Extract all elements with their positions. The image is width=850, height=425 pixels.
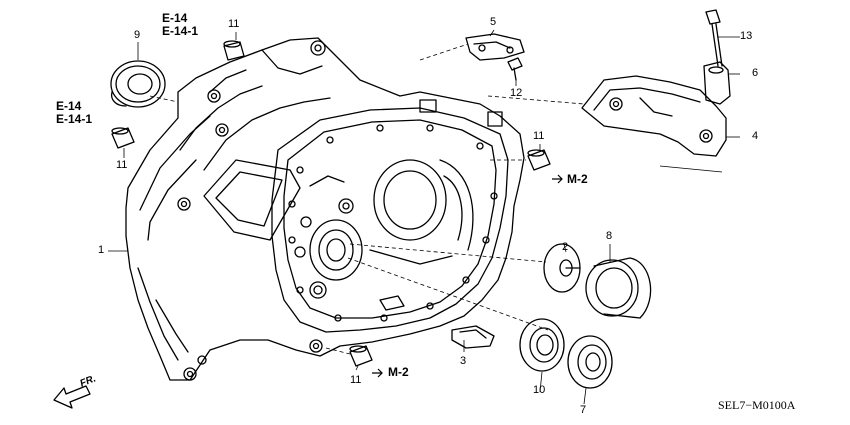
- diagram-code: SEL7−M0100A: [718, 398, 796, 412]
- flange-bolt-holes: [289, 125, 497, 321]
- oil-guide-plate-2: [544, 244, 580, 292]
- oil-seal-10: [520, 319, 564, 371]
- part-label-9: 9: [134, 29, 141, 41]
- oil-seal-9: [111, 61, 165, 107]
- ref-e14-top-line1: E-14: [162, 11, 188, 25]
- part-label-5: 5: [490, 16, 497, 28]
- part-label-6: 6: [752, 67, 759, 79]
- needle-bearing-8: [586, 258, 651, 318]
- part-label-12: 12: [510, 87, 523, 99]
- ref-m2-bottom-arrow: [372, 368, 386, 378]
- part-label-11-left: 11: [116, 159, 128, 171]
- ref-e14-left: E-14 E-14-1: [56, 100, 92, 125]
- dowel-pin-bottom: [350, 346, 372, 366]
- bolt-13: [706, 10, 722, 66]
- dowel-pin-left: [112, 128, 134, 148]
- shift-lever-bracket-4: [582, 76, 726, 156]
- ref-m2-bottom-line1: M-2: [388, 365, 409, 379]
- part-label-1: 1: [98, 244, 105, 256]
- part-label-4: 4: [752, 130, 759, 142]
- ref-m2-bottom: M-2: [388, 366, 409, 379]
- part-label-13: 13: [740, 30, 753, 42]
- part-label-2: 2: [562, 241, 569, 253]
- leader-lines: [108, 30, 740, 404]
- part-label-10: 10: [533, 384, 546, 396]
- part-label-11-top: 11: [228, 18, 240, 30]
- ref-e14-left-line2: E-14-1: [56, 111, 93, 126]
- clutch-housing: [126, 38, 524, 380]
- bolt-12: [508, 58, 522, 80]
- front-direction-arrow: [54, 386, 90, 408]
- magnet-3: [452, 326, 494, 348]
- clamp-6: [704, 62, 730, 104]
- ball-bearing-7: [568, 336, 612, 388]
- ref-m2-right: M-2: [567, 173, 588, 186]
- dowel-pin-right: [528, 150, 550, 170]
- part-label-3: 3: [460, 355, 467, 367]
- ref-m2-right-arrow: [552, 174, 566, 184]
- ref-e14-top: E-14 E-14-1: [162, 12, 198, 37]
- bracket-5: [466, 34, 524, 60]
- ref-m2-right-line1: M-2: [567, 172, 588, 186]
- part-label-11-right: 11: [533, 130, 545, 142]
- part-label-11-bottom: 11: [350, 374, 362, 386]
- ref-e14-left-line1: E-14: [56, 99, 82, 113]
- ref-e14-top-line2: E-14-1: [162, 23, 199, 38]
- dowel-pin-top: [224, 41, 244, 60]
- part-label-7: 7: [580, 404, 587, 416]
- part-label-8: 8: [606, 230, 613, 242]
